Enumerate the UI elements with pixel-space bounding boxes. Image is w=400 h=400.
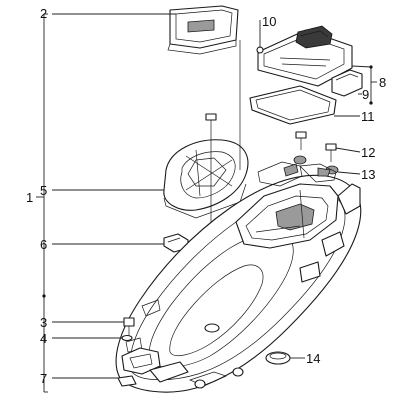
callout-3: 3	[40, 315, 47, 330]
callout-1: 1	[26, 190, 33, 205]
connector-block-part	[331, 69, 363, 97]
callout-5: 5	[40, 183, 47, 198]
helmet-cover-part	[163, 139, 249, 219]
screw-cover	[205, 113, 217, 136]
callout-12: 12	[361, 145, 375, 160]
battery-cover-part	[167, 5, 239, 55]
bolt-part-3	[123, 317, 135, 340]
callout-8: 8	[379, 75, 386, 90]
rubber-mat-part	[249, 85, 337, 125]
callout-labels: 2 1 5 6 3 4 7 10 8 9 11 12 13 14	[26, 6, 386, 386]
callout-10: 10	[262, 14, 276, 29]
callout-14: 14	[306, 351, 320, 366]
callout-13: 13	[361, 167, 375, 182]
helmet-compartment-tub	[115, 161, 362, 393]
group-bracket-left	[36, 13, 48, 393]
screws-part-12	[295, 131, 337, 162]
clip-part-7	[117, 375, 137, 387]
rubber-bumpers-part-13	[293, 155, 339, 175]
group-bracket-right	[369, 65, 377, 105]
cap-part-14	[265, 351, 291, 365]
leader-lines	[52, 13, 372, 379]
callout-4: 4	[40, 331, 47, 346]
callout-7: 7	[40, 371, 47, 386]
callout-6: 6	[40, 237, 47, 252]
electronic-box-part	[256, 25, 353, 87]
callout-9: 9	[362, 87, 369, 102]
callout-2: 2	[40, 6, 47, 21]
washer-part-4	[121, 334, 133, 342]
callout-11: 11	[361, 109, 375, 124]
